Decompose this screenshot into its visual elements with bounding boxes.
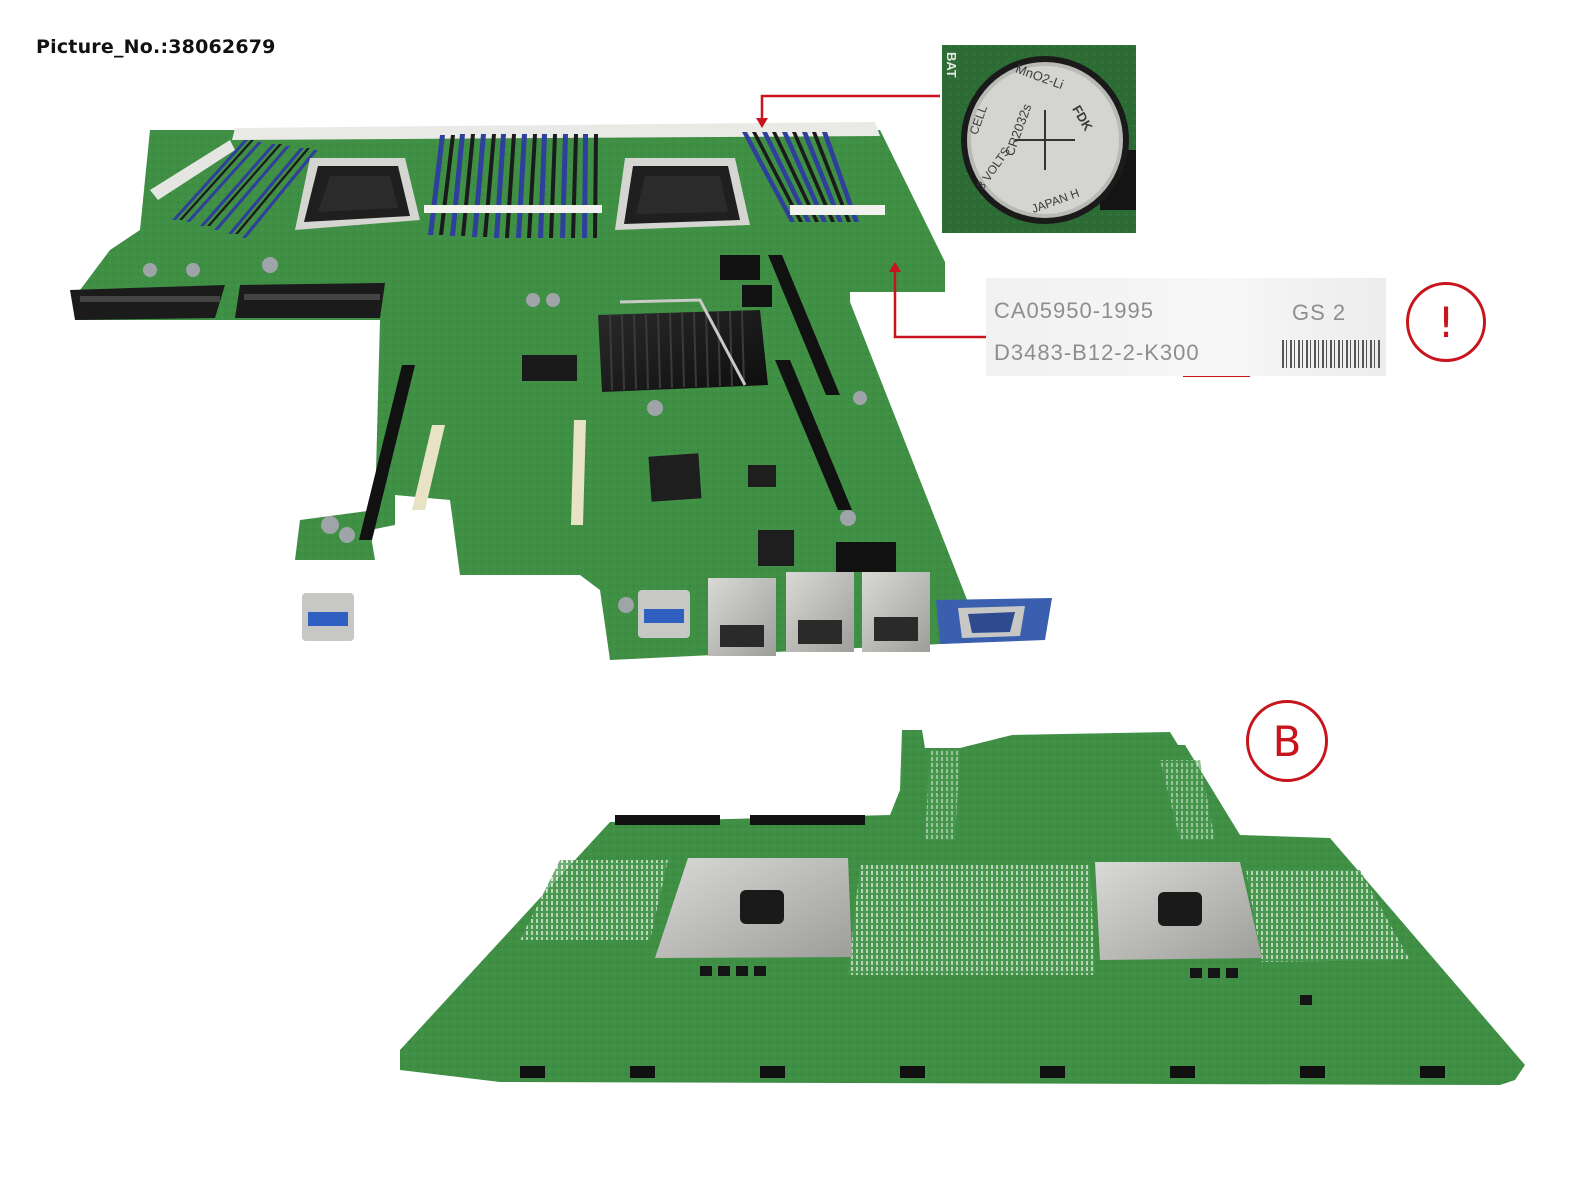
- chipset-heatsink: [598, 298, 768, 392]
- capacitors: [143, 257, 867, 613]
- header-pins: [836, 542, 896, 572]
- chip: [522, 355, 577, 381]
- part-label: CA05950-1995 GS 2 D3483-B12-2-K300: [986, 278, 1386, 376]
- barcode: [1282, 340, 1382, 368]
- warning-marker: !: [1406, 282, 1486, 362]
- dimm-slots-left: [172, 140, 318, 238]
- part-number: CA05950-1995: [994, 298, 1155, 323]
- usb-port-2: [638, 590, 690, 638]
- battery-inset: [942, 45, 1136, 233]
- callout-lines: [760, 94, 986, 339]
- lan-chip: [758, 530, 794, 566]
- cpu-socket-2: [615, 158, 750, 230]
- riser-slot-1: [412, 425, 445, 510]
- vga-port: [936, 598, 1052, 644]
- battery-board-marking: BAT: [944, 52, 959, 78]
- usb-port-1: [302, 593, 354, 641]
- board-id: D3483-B12-2-K300: [994, 340, 1200, 365]
- part-revision: GS 2: [1292, 300, 1347, 325]
- warning-marker-text: !: [1437, 297, 1455, 347]
- riser-slot-2: [571, 420, 586, 525]
- dimm-slots-middle: [424, 134, 602, 238]
- bmc-chip: [648, 453, 702, 502]
- top-board: [70, 122, 1052, 660]
- bottom-board: [400, 730, 1525, 1085]
- pcie-slots: [359, 255, 852, 540]
- dimm-slots-right: [742, 132, 885, 222]
- side-b-marker-text: B: [1272, 716, 1302, 766]
- cpu-socket-1: [295, 158, 420, 230]
- edge-connectors: [70, 283, 385, 320]
- rj45-ports: [708, 572, 930, 656]
- picture-number: Picture_No.:38062679: [36, 36, 276, 58]
- side-b-marker: B: [1246, 700, 1328, 782]
